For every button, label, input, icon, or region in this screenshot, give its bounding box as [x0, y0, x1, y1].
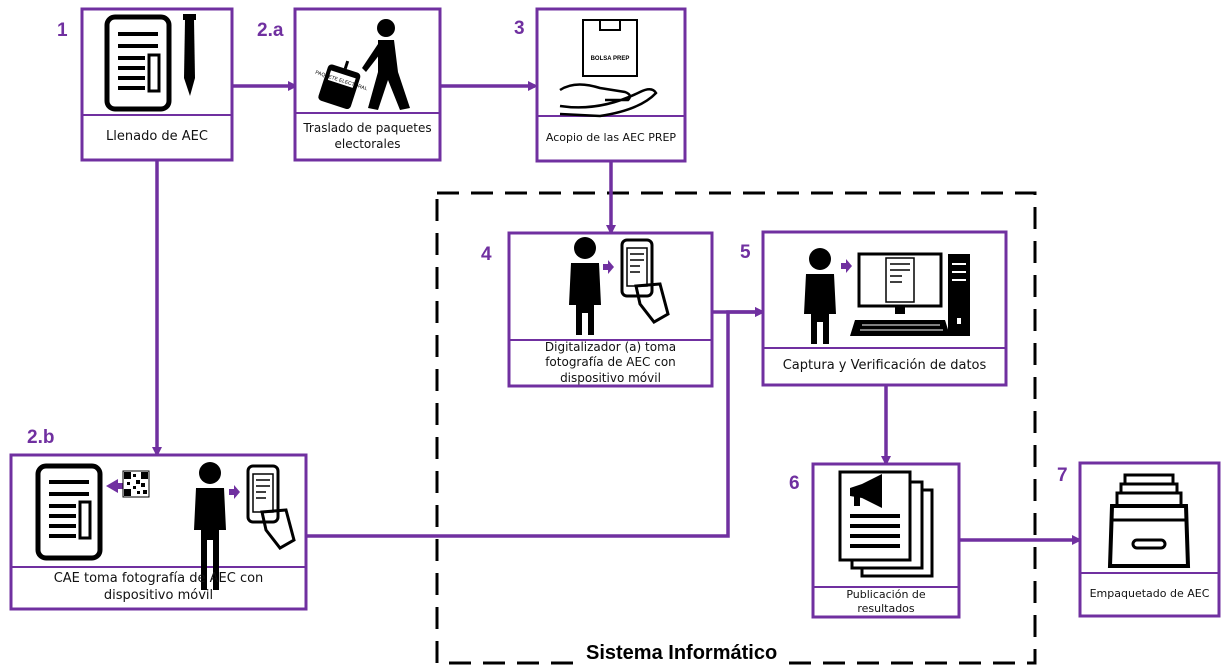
system-boundary-label: Sistema Informático: [580, 642, 784, 665]
document-pen-icon: [104, 14, 196, 112]
step-caption-5: Captura y Verificación de datos: [782, 358, 987, 374]
step-box-3: [535, 7, 687, 163]
hand-box-icon: BOLSA PREP: [559, 19, 658, 118]
step-caption-6: Publicación de resultados: [846, 587, 926, 615]
person-computer-icon: [804, 248, 970, 344]
step-caption-2b: CAE toma fotografía de AEC con dispositi…: [53, 571, 264, 603]
step-number-7: 7: [1057, 465, 1068, 486]
archive-box-icon: [1107, 473, 1191, 568]
step-number-6: 6: [789, 473, 800, 494]
step-caption-4: Digitalizador (a) toma fotografía de AEC…: [544, 339, 677, 385]
step-caption-7: Empaquetado de AEC: [1089, 587, 1210, 601]
box-label: BOLSA PREP: [591, 56, 630, 62]
step-number-1: 1: [57, 20, 68, 41]
connectors: [152, 81, 1082, 545]
step-number-2a: 2.a: [257, 20, 284, 41]
step-caption-3: Acopio de las AEC PREP: [545, 131, 677, 145]
step-number-2b: 2.b: [27, 427, 55, 448]
step-number-5: 5: [740, 242, 751, 263]
step-box-4: [507, 231, 714, 388]
traveler-luggage-icon: PAQUETE ELECTORAL: [314, 19, 410, 110]
step-box-2a: [293, 7, 442, 162]
newspaper-megaphone-icon: [838, 470, 934, 578]
step-number-4: 4: [481, 244, 492, 265]
arrow-2b-to-5: [306, 307, 765, 538]
step-caption-1: Llenado de AEC: [106, 129, 208, 145]
document-qr-person-phone-icon: [35, 462, 296, 590]
step-caption-2a: Traslado de paquetes electorales: [303, 120, 432, 151]
step-number-3: 3: [514, 18, 525, 39]
person-phone-icon: [569, 237, 670, 335]
